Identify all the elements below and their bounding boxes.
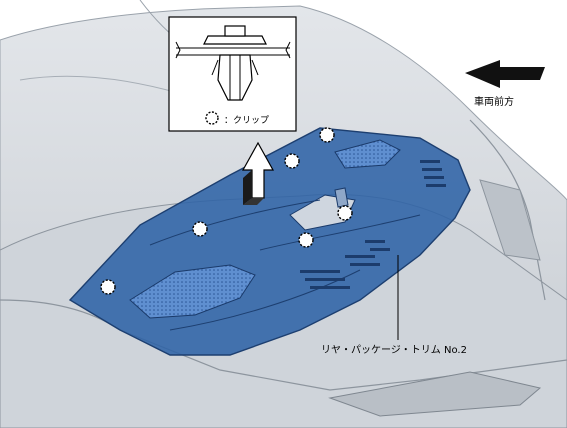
right-speaker-grille xyxy=(334,139,401,169)
clip-marker-icon xyxy=(337,205,353,221)
clip-marker-icon xyxy=(100,279,116,295)
clip-marker-icon xyxy=(205,111,219,125)
clip-marker-icon xyxy=(192,221,208,237)
arrow-left-icon xyxy=(465,60,545,88)
belt-anchor xyxy=(334,187,349,208)
clip-marker-icon xyxy=(298,232,314,248)
vehicle-front-label: 車両前方 xyxy=(474,97,514,108)
clip-detail-inset xyxy=(168,16,297,132)
part-name-label: リヤ・パッケージ・トリム No.2 xyxy=(321,345,467,356)
left-speaker-grille xyxy=(129,264,256,319)
arrow-up-icon xyxy=(241,141,275,205)
clip-legend-label: ：クリップ xyxy=(224,116,270,126)
clip-marker-icon xyxy=(319,127,335,143)
clip-marker-icon xyxy=(284,153,300,169)
vent-slots xyxy=(300,160,446,289)
clip-markers xyxy=(100,127,353,295)
